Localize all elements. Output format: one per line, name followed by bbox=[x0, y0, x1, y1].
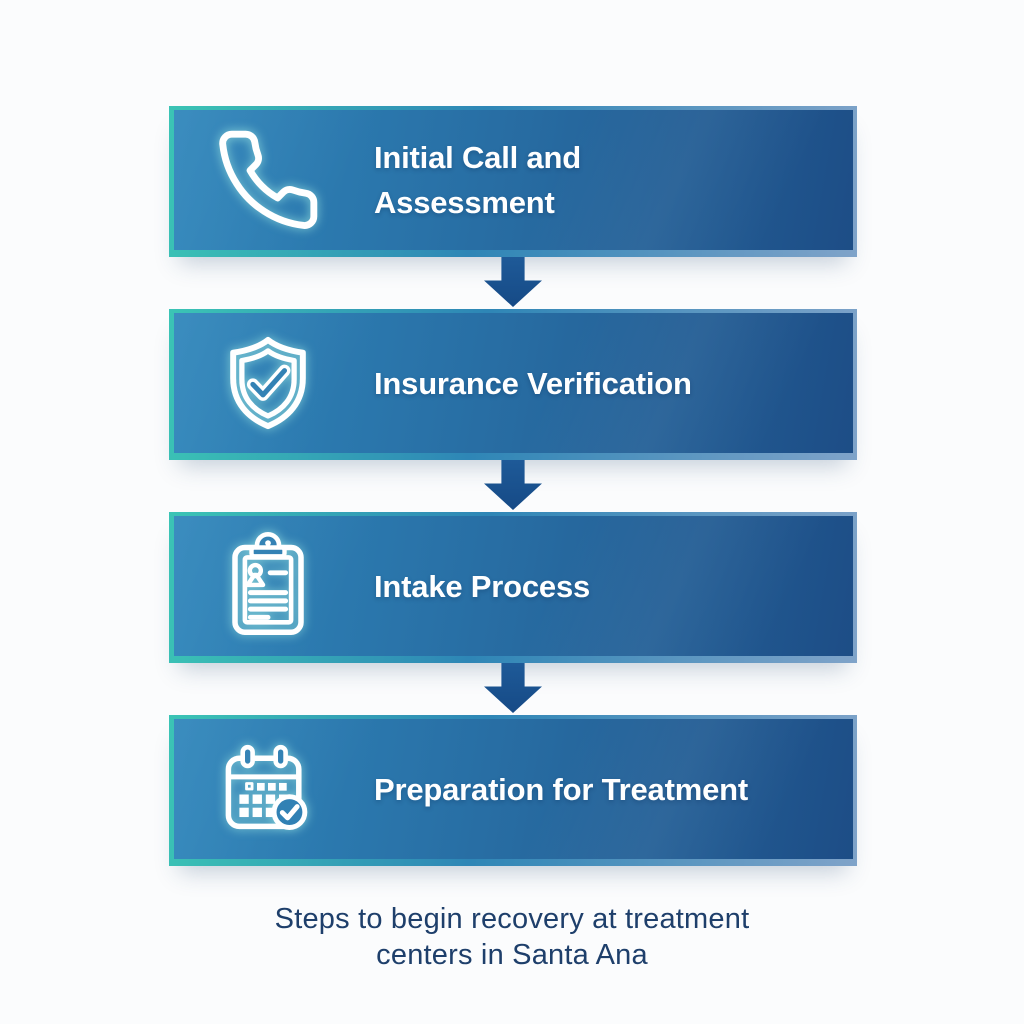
step-label: Insurance Verification bbox=[374, 365, 692, 401]
step-label: Preparation for Treatment bbox=[374, 771, 748, 807]
down-arrow-icon bbox=[484, 257, 542, 307]
down-arrow-icon bbox=[484, 460, 542, 510]
shield-check-icon bbox=[208, 328, 328, 438]
phone-icon bbox=[208, 125, 328, 235]
step-label: Intake Process bbox=[374, 568, 591, 604]
step-bar-1: Initial Call and Assessment bbox=[169, 106, 857, 257]
step-bar-4: Preparation for Treatment bbox=[169, 715, 857, 866]
calendar-check-icon bbox=[208, 734, 328, 844]
step-label: Initial Call and Assessment bbox=[374, 140, 581, 220]
caption: Steps to begin recovery at treatment cen… bbox=[274, 903, 750, 971]
clipboard-person-icon bbox=[208, 531, 328, 641]
step-bar-2: Insurance Verification bbox=[169, 309, 857, 460]
steps-flow: Initial Call and Assessment Insurance Ve… bbox=[169, 106, 857, 866]
down-arrow-icon bbox=[484, 663, 542, 713]
step-bar-3: Intake Process bbox=[169, 512, 857, 663]
